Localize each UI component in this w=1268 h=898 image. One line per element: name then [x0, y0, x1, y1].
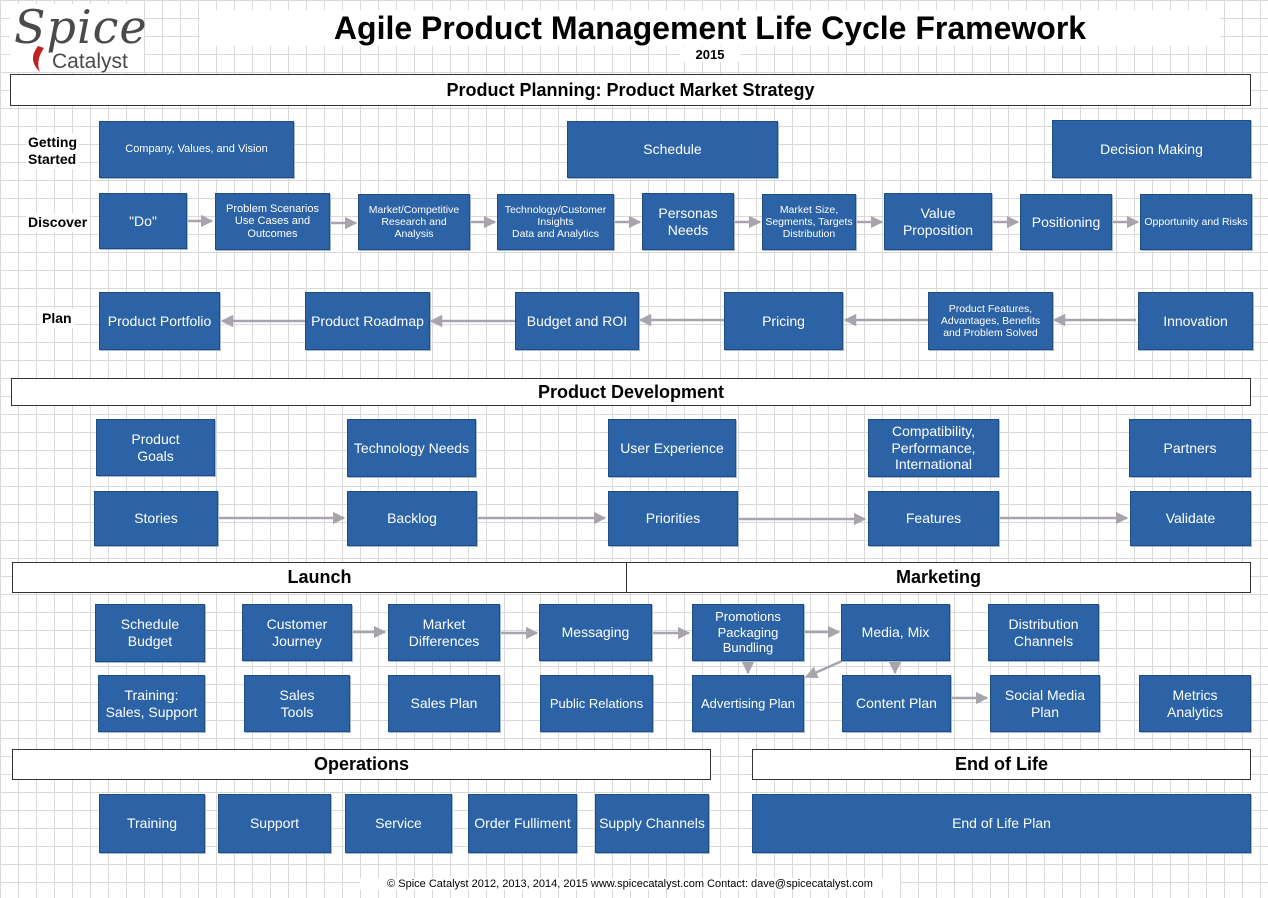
- section-planning: Product Planning: Product Market Strateg…: [10, 74, 1251, 106]
- logo-main-text: Spice: [14, 0, 148, 54]
- box-budget-roi[interactable]: Budget and ROI: [515, 292, 639, 350]
- box-social-media-plan[interactable]: Social Media Plan: [990, 675, 1100, 732]
- section-launch: Launch: [12, 562, 627, 593]
- box-value-proposition[interactable]: Value Proposition: [884, 193, 992, 250]
- box-product-features[interactable]: Product Features, Advantages, Benefits a…: [928, 292, 1053, 350]
- box-technology-needs[interactable]: Technology Needs: [347, 419, 476, 477]
- box-public-relations[interactable]: Public Relations: [540, 675, 653, 732]
- box-media-mix[interactable]: Media, Mix: [841, 604, 950, 661]
- box-company-values-vision[interactable]: Company, Values, and Vision: [99, 121, 294, 178]
- box-ops-order-fulfilment[interactable]: Order Fulliment: [468, 794, 577, 853]
- box-compatibility[interactable]: Compatibility, Performance, Internationa…: [868, 419, 999, 477]
- arrow-media-advertising: [804, 659, 843, 679]
- box-ops-training[interactable]: Training: [99, 794, 205, 853]
- box-backlog[interactable]: Backlog: [347, 491, 477, 546]
- box-priorities[interactable]: Priorities: [608, 491, 738, 546]
- box-problem-scenarios[interactable]: Problem Scenarios Use Cases and Outcomes: [215, 193, 330, 250]
- box-pricing[interactable]: Pricing: [724, 292, 843, 350]
- box-market-competitive[interactable]: Market/Competitive Research and Analysis: [358, 194, 470, 250]
- row-label-plan: Plan: [40, 309, 74, 328]
- section-development: Product Development: [11, 378, 1251, 406]
- box-market-size[interactable]: Market Size, Segments, Targets Distribut…: [762, 194, 856, 250]
- box-ops-support[interactable]: Support: [218, 794, 331, 853]
- box-metrics-analytics[interactable]: Metrics Analytics: [1139, 675, 1251, 732]
- box-ops-service[interactable]: Service: [345, 794, 452, 853]
- box-user-experience[interactable]: User Experience: [608, 419, 736, 477]
- box-sales-tools[interactable]: Sales Tools: [244, 675, 350, 732]
- row-label-discover: Discover: [26, 213, 90, 232]
- box-market-differences[interactable]: Market Differences: [388, 604, 500, 661]
- box-ops-supply-channels[interactable]: Supply Channels: [595, 794, 709, 853]
- box-personas-needs[interactable]: Personas Needs: [642, 193, 734, 250]
- box-features[interactable]: Features: [868, 491, 999, 546]
- box-content-plan[interactable]: Content Plan: [842, 675, 951, 732]
- box-do[interactable]: "Do": [99, 193, 187, 249]
- section-end-of-life: End of Life: [752, 749, 1251, 780]
- box-stories[interactable]: Stories: [94, 491, 218, 546]
- box-distribution-channels[interactable]: Distribution Channels: [988, 604, 1099, 661]
- section-operations: Operations: [12, 749, 711, 780]
- box-promotions[interactable]: Promotions Packaging Bundling: [692, 604, 804, 661]
- box-decision-making[interactable]: Decision Making: [1052, 120, 1251, 178]
- box-training-sales-support[interactable]: Training: Sales, Support: [98, 675, 205, 732]
- logo-sub-text: Catalyst: [52, 50, 128, 73]
- box-end-of-life-plan[interactable]: End of Life Plan: [752, 794, 1251, 853]
- box-validate[interactable]: Validate: [1130, 491, 1251, 546]
- spice-catalyst-logo: Spice Catalyst: [10, 0, 147, 73]
- box-positioning[interactable]: Positioning: [1020, 194, 1112, 250]
- box-product-roadmap[interactable]: Product Roadmap: [305, 292, 430, 350]
- box-messaging[interactable]: Messaging: [539, 604, 652, 661]
- box-opportunity-risks[interactable]: Opportunity and Risks: [1140, 194, 1252, 250]
- section-marketing: Marketing: [626, 562, 1251, 593]
- footer-copyright: © Spice Catalyst 2012, 2013, 2014, 2015 …: [360, 878, 900, 890]
- page-title: Agile Product Management Life Cycle Fram…: [200, 10, 1220, 46]
- box-customer-journey[interactable]: Customer Journey: [242, 604, 352, 661]
- box-schedule-budget[interactable]: Schedule Budget: [95, 604, 205, 662]
- box-partners[interactable]: Partners: [1129, 419, 1251, 477]
- box-product-portfolio[interactable]: Product Portfolio: [99, 292, 220, 350]
- chili-pepper-icon: [33, 46, 44, 72]
- box-schedule[interactable]: Schedule: [567, 121, 778, 178]
- box-sales-plan[interactable]: Sales Plan: [388, 675, 500, 732]
- box-innovation[interactable]: Innovation: [1138, 292, 1253, 350]
- row-label-getting-started: Getting Started: [26, 133, 79, 169]
- page-year: 2015: [680, 47, 740, 62]
- box-advertising-plan[interactable]: Advertising Plan: [692, 675, 804, 732]
- box-technology-customer-insights[interactable]: Technology/Customer Insights Data and An…: [497, 194, 614, 250]
- box-product-goals[interactable]: Product Goals: [96, 419, 215, 476]
